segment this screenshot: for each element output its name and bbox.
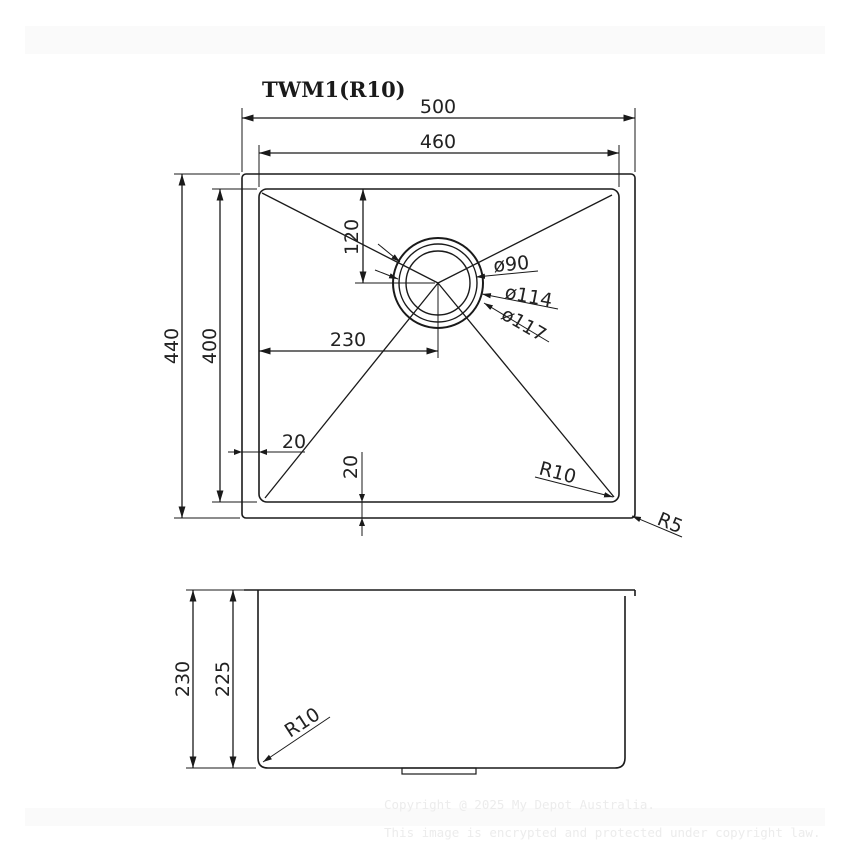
label-230: 230 (330, 329, 366, 351)
drain-stub (401, 767, 477, 775)
bowl-profile (257, 590, 626, 769)
leader-r5 (631, 515, 683, 538)
leader-dia-90 (475, 270, 539, 279)
top-view-labels: 500 460 440 400 120 230 20 20 ø90 ø114 ø… (161, 96, 686, 538)
leader-r10-side (262, 716, 331, 763)
side-view (186, 589, 636, 775)
label-r5: R5 (654, 508, 686, 538)
bottom-band (25, 808, 825, 826)
leader-left-top (377, 243, 401, 263)
diagonal-top-left (261, 192, 439, 284)
diagonal-bottom-right (437, 282, 615, 498)
leader-dia-114 (481, 293, 559, 310)
label-440: 440 (161, 328, 183, 364)
label-r10-top: R10 (537, 458, 579, 489)
top-band (25, 26, 825, 54)
top-view (174, 108, 683, 538)
label-230-side: 230 (172, 661, 194, 697)
bowl-outline (258, 188, 620, 503)
outer-outline (241, 173, 636, 519)
leader-left-mid (374, 269, 399, 280)
side-view-labels: 230 225 R10 (172, 661, 324, 742)
drawing-title: TWM1(R10) (262, 77, 406, 102)
label-20-side: 20 (282, 431, 306, 453)
label-r10-side: R10 (281, 703, 324, 742)
leader-dia-117 (483, 302, 550, 343)
label-460: 460 (420, 131, 456, 153)
label-400: 400 (199, 328, 221, 364)
label-dia-90: ø90 (493, 252, 531, 277)
watermark-line-1: Copyright @ 2025 My Depot Australia. (384, 797, 655, 812)
label-225-side: 225 (212, 661, 234, 697)
label-500: 500 (420, 96, 456, 118)
leader-r10-top (534, 476, 614, 498)
label-20-bottom: 20 (340, 455, 362, 479)
watermark-line-2: This image is encrypted and protected un… (384, 825, 821, 840)
label-120: 120 (341, 219, 363, 255)
